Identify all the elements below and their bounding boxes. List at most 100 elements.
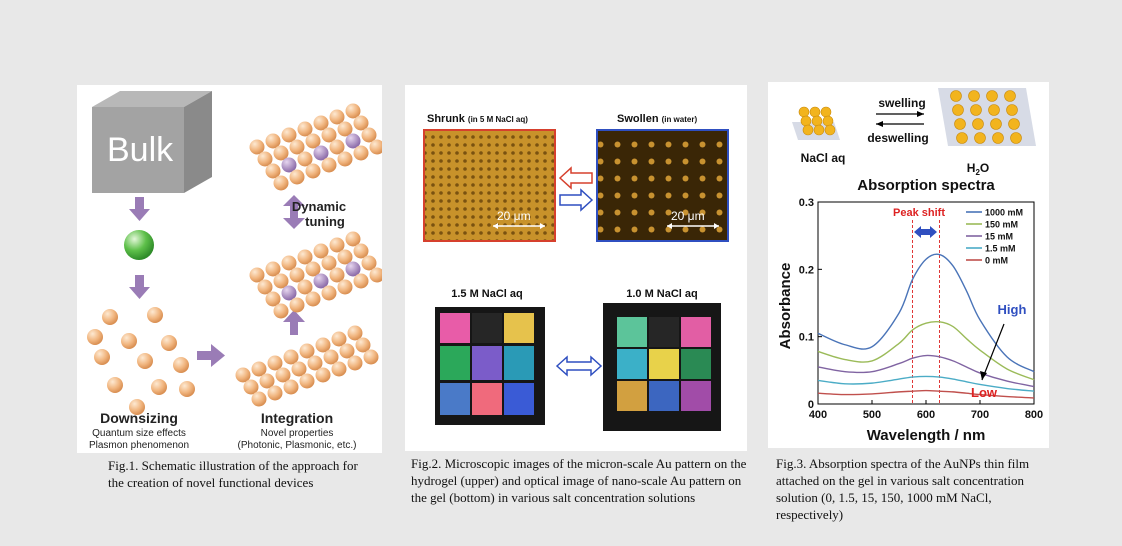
lattice-atom [353,243,369,259]
fig1-caption: Fig.1. Schematic illustration of the app… [108,458,358,490]
series-line-1 [817,320,1035,381]
lattice-atom [329,237,345,253]
peak-shift-label: Peak shift [893,207,945,219]
lattice-atom [331,331,347,347]
lattice-atom [281,255,297,271]
legend-label: 15 mM [985,232,1013,242]
gold-particle [822,115,834,127]
gold-particle [1010,132,1022,144]
gold-particle [147,307,163,323]
gold-particle [151,379,167,395]
lattice-atom [281,285,297,301]
lattice-atom [251,391,267,407]
x-tick-label: 600 [917,409,935,421]
gold-particle [121,333,137,349]
gold-particle [992,132,1004,144]
lattice-atom [369,267,385,283]
lattice-atom [345,133,361,149]
lattice-atom [353,115,369,131]
label-10m: 1.0 M NaCl aq [626,288,698,300]
nanoparticle-sphere [124,230,154,260]
peak-lines [912,220,940,404]
lattice-atom [313,243,329,259]
swollen-label: Swollen(in water) [617,113,697,125]
lattice-atom [289,267,305,283]
gold-particle [811,115,823,127]
series-line-0 [817,253,1035,373]
integration-line1: Novel properties [261,428,334,439]
lattice-atom [273,273,289,289]
gold-particle [102,309,118,325]
lattice-middle [249,231,385,319]
lattice-atom [329,139,345,155]
lattice-atom [265,133,281,149]
integration-line2: (Photonic, Plasmonic, etc.) [238,440,357,451]
gel-schematic-right [938,88,1036,146]
gold-particle [954,118,966,130]
legend-label: 150 mM [985,220,1018,230]
lattice-atom [345,261,361,277]
lattice-atom [337,279,353,295]
peak-shift-arrow [914,226,937,238]
gold-particle [800,115,812,127]
gold-particle [173,357,189,373]
lattice-atom [297,121,313,137]
lattice-atom [305,261,321,277]
lattice-atom [337,121,353,137]
swollen-particles [950,90,1022,144]
lattice-atom [361,127,377,143]
lattice-atom [249,139,265,155]
downsizing-title: Downsizing [100,410,178,426]
high-label: High [998,302,1027,317]
gold-particle [988,104,1000,116]
lattice-atom [369,139,385,155]
lattice-atom [289,139,305,155]
gold-particle [161,335,177,351]
grid-15m [435,307,545,425]
gold-particle [986,90,998,102]
lattice-atom [297,151,313,167]
gold-particle [809,106,821,118]
lattice-atom [259,373,275,389]
lattice-atom [291,361,307,377]
lattice-atom [347,355,363,371]
lattice-atom [347,325,363,341]
lattice-atom [321,255,337,271]
chart-title: Absorption spectra [857,177,995,194]
bulk-label: Bulk [107,131,174,169]
lattice-atom [299,343,315,359]
x-tick-label: 400 [809,409,827,421]
series-line-3 [817,375,1035,392]
lattice-atom [273,145,289,161]
scattered-particles [87,307,195,415]
gold-particle [820,106,832,118]
gold-particle [950,90,962,102]
lattice-atom [329,267,345,283]
lattice-atom [251,361,267,377]
series-line-4 [817,389,1035,399]
lattice-atom [307,355,323,371]
lattice-atom [345,231,361,247]
legend-label: 0 mM [985,256,1008,266]
gold-particle [990,118,1002,130]
gold-particle [129,399,145,415]
deswelling-label: deswelling [867,131,928,145]
gold-particle [107,377,123,393]
gold-particle [972,118,984,130]
gold-particle [87,329,103,345]
trend-arrow [980,323,1005,381]
fig3-panel: swelling deswelling NaCl aq H2O Absorpti… [768,82,1049,448]
grid-10m [603,303,721,431]
lattice-atom [265,163,281,179]
lattice-atom [337,249,353,265]
gold-particle [1004,90,1016,102]
gold-particle [956,132,968,144]
lattice-atom [297,249,313,265]
lattice-atom [267,355,283,371]
lattice-atom [339,343,355,359]
lattice-atom [355,337,371,353]
nacl-aq-label: NaCl aq [801,151,846,165]
downsizing-line2: Plasmon phenomenon [89,440,189,451]
